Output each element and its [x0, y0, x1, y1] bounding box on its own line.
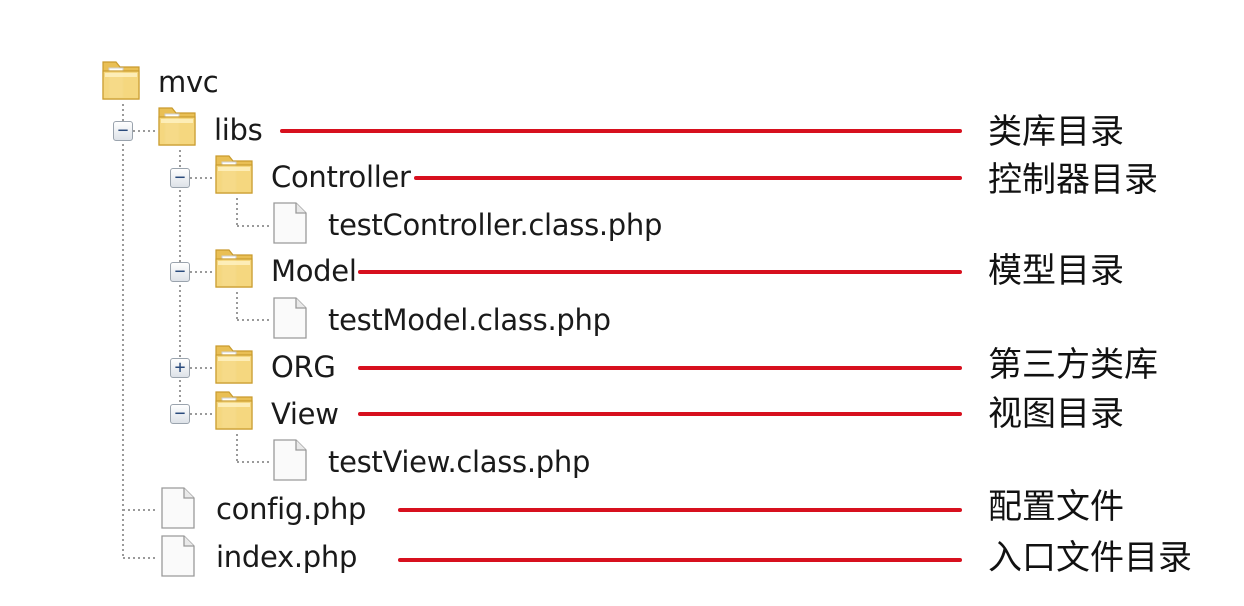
collapse-toggle-libs[interactable]: − — [113, 121, 133, 141]
folder-icon — [215, 249, 253, 288]
file-icon — [273, 439, 307, 481]
tree-label-mvc: mvc — [158, 65, 219, 99]
folder-icon — [158, 107, 196, 146]
annotation-line-view — [358, 412, 962, 416]
file-icon — [161, 487, 195, 529]
tree-label-test-model: testModel.class.php — [328, 303, 611, 337]
collapse-toggle-view[interactable]: − — [170, 404, 190, 424]
annotation-controller: 控制器目录 — [988, 160, 1158, 200]
tree-label-libs: libs — [214, 113, 263, 147]
collapse-toggle-controller[interactable]: − — [170, 168, 190, 188]
folder-icon — [215, 391, 253, 430]
annotation-view: 视图目录 — [988, 394, 1124, 434]
tree-label-index: index.php — [216, 540, 358, 574]
file-icon — [161, 535, 195, 577]
tree-label-test-view: testView.class.php — [328, 445, 591, 479]
annotation-line-controller — [414, 176, 962, 180]
expand-toggle-org[interactable]: + — [170, 358, 190, 378]
tree-label-test-controller: testController.class.php — [328, 208, 663, 242]
tree-label-org: ORG — [271, 350, 336, 384]
tree-label-view: View — [271, 397, 339, 431]
annotation-line-index — [398, 558, 962, 562]
annotation-line-config — [398, 508, 962, 512]
annotation-index: 入口文件目录 — [988, 538, 1192, 578]
tree-label-config: config.php — [216, 492, 367, 526]
folder-icon — [102, 61, 140, 100]
annotation-model: 模型目录 — [988, 251, 1124, 291]
annotation-line-libs — [280, 129, 962, 133]
folder-icon — [215, 345, 253, 384]
file-icon — [273, 202, 307, 244]
annotation-line-org — [358, 366, 962, 370]
annotation-config: 配置文件 — [988, 487, 1124, 527]
folder-icon — [215, 155, 253, 194]
annotation-org: 第三方类库 — [988, 345, 1158, 385]
tree-label-controller: Controller — [271, 160, 411, 194]
collapse-toggle-model[interactable]: − — [170, 262, 190, 282]
tree-label-model: Model — [271, 254, 357, 288]
annotation-line-model — [358, 270, 962, 274]
file-icon — [273, 297, 307, 339]
annotation-libs: 类库目录 — [988, 112, 1124, 152]
